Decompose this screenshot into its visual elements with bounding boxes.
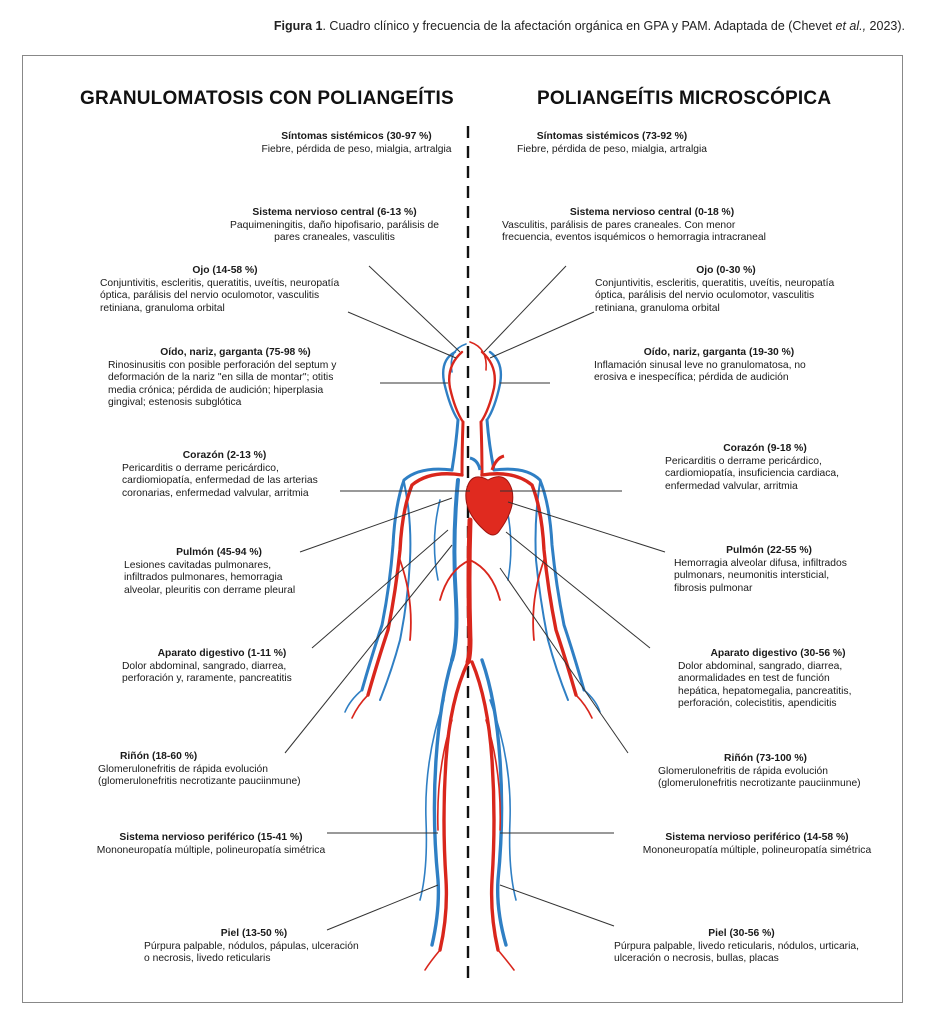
caption-text: . Cuadro clínico y frecuencia de la afec… <box>322 19 836 33</box>
pam-systemic-body: Fiebre, pérdida de peso, mialgia, artral… <box>516 143 708 155</box>
pam-lung: Pulmón (22-55 %) Hemorragia alveolar dif… <box>674 545 864 595</box>
pam-ent-body: Inflamación sinusal leve no granulomatos… <box>594 359 806 384</box>
gpa-heart-heading: Corazón (2-13 %) <box>182 450 267 461</box>
gpa-systemic-body: Fiebre, pérdida de peso, mialgia, artral… <box>261 143 452 155</box>
pam-heart-heading: Corazón (9-18 %) <box>723 443 807 454</box>
pam-systemic-heading: Síntomas sistémicos (73-92 %) <box>536 131 688 142</box>
gpa-cns-body: Paquimeningitis, daño hipofisario, parál… <box>230 219 439 244</box>
gpa-ent: Oído, nariz, garganta (75-98 %) Rinosinu… <box>108 347 363 410</box>
pam-kidney: Riñón (73-100 %) Glomerulonefritis de rá… <box>658 753 873 791</box>
pam-pns-heading: Sistema nervioso periférico (14-58 %) <box>665 832 849 843</box>
gpa-pns-body: Mononeuropatía múltiple, polineuropatía … <box>96 844 326 856</box>
pam-eye-body: Conjuntivitis, escleritis, queratitis, u… <box>595 277 835 314</box>
gpa-kidney: Riñón (18-60 %) Glomerulonefritis de ráp… <box>98 751 313 789</box>
pam-eye: Ojo (0-30 %) Conjuntivitis, escleritis, … <box>595 265 857 315</box>
gpa-heart: Corazón (2-13 %) Pericarditis o derrame … <box>122 450 327 500</box>
pam-lung-body: Hemorragia alveolar difusa, infiltrados … <box>674 557 847 594</box>
pam-skin-body: Púrpura palpable, livedo reticularis, nó… <box>614 940 859 965</box>
figure-caption: Figura 1. Cuadro clínico y frecuencia de… <box>274 19 905 33</box>
pam-kidney-body: Glomerulonefritis de rápida evolución (g… <box>658 765 861 790</box>
pam-pns: Sistema nervioso periférico (14-58 %) Mo… <box>637 832 877 857</box>
leader-lines <box>284 265 666 931</box>
pam-heart-body: Pericarditis o derrame pericárdico, card… <box>665 455 839 492</box>
gpa-skin: Piel (13-50 %) Púrpura palpable, nódulos… <box>144 928 364 966</box>
gpa-systemic: Síntomas sistémicos (30-97 %) Fiebre, pé… <box>254 131 459 156</box>
gpa-cns-heading: Sistema nervioso central (6-13 %) <box>252 207 417 218</box>
pam-pns-body: Mononeuropatía múltiple, polineuropatía … <box>642 844 872 856</box>
caption-etal: et al., <box>835 19 867 33</box>
pam-kidney-heading: Riñón (73-100 %) <box>724 753 807 764</box>
caption-year: 2023). <box>866 19 905 33</box>
gpa-digestive: Aparato digestivo (1-11 %) Dolor abdomin… <box>122 648 322 686</box>
figure-frame <box>22 55 903 1003</box>
vein-network <box>344 343 601 947</box>
pam-heart: Corazón (9-18 %) Pericarditis o derrame … <box>665 443 865 493</box>
gpa-kidney-heading: Riñón (18-60 %) <box>120 751 198 762</box>
pam-ent-heading: Oído, nariz, garganta (19-30 %) <box>643 347 795 358</box>
gpa-skin-body: Púrpura palpable, nódulos, pápulas, ulce… <box>144 940 359 965</box>
title-gpa: GRANULOMATOSIS CON POLIANGEÍTIS <box>80 88 454 109</box>
gpa-lung-heading: Pulmón (45-94 %) <box>176 547 262 558</box>
gpa-pns: Sistema nervioso periférico (15-41 %) Mo… <box>86 832 336 857</box>
gpa-ent-heading: Oído, nariz, garganta (75-98 %) <box>160 347 311 358</box>
pam-digestive: Aparato digestivo (30-56 %) Dolor abdomi… <box>678 648 878 711</box>
gpa-digestive-body: Dolor abdominal, sangrado, diarrea, perf… <box>122 660 292 685</box>
figure-label: Figura 1 <box>273 19 323 33</box>
pam-ent: Oído, nariz, garganta (19-30 %) Inflamac… <box>594 347 844 385</box>
gpa-systemic-heading: Síntomas sistémicos (30-97 %) <box>281 131 432 142</box>
pam-cns-body: Vasculitis, parálisis de pares craneales… <box>502 219 766 244</box>
gpa-lung: Pulmón (45-94 %) Lesiones cavitadas pulm… <box>124 547 314 597</box>
pam-digestive-body: Dolor abdominal, sangrado, diarrea, anor… <box>678 660 852 710</box>
gpa-eye-body: Conjuntivitis, escleritis, queratitis, u… <box>100 277 340 314</box>
title-pam: POLIANGEÍTIS MICROSCÓPICA <box>537 88 832 109</box>
gpa-skin-heading: Piel (13-50 %) <box>220 928 288 939</box>
gpa-ent-body: Rinosinusitis con posible perforación de… <box>108 359 337 409</box>
gpa-eye-heading: Ojo (14-58 %) <box>192 265 258 276</box>
pam-digestive-heading: Aparato digestivo (30-56 %) <box>710 648 846 659</box>
pam-cns-heading: Sistema nervioso central (0-18 %) <box>569 207 735 218</box>
pam-skin-heading: Piel (30-56 %) <box>708 928 775 939</box>
gpa-eye: Ojo (14-58 %) Conjuntivitis, escleritis,… <box>100 265 350 315</box>
gpa-kidney-body: Glomerulonefritis de rápida evolución (g… <box>98 763 301 788</box>
artery-network <box>351 341 593 971</box>
pam-lung-heading: Pulmón (22-55 %) <box>726 545 812 556</box>
pam-cns: Sistema nervioso central (0-18 %) Vascul… <box>502 207 802 245</box>
gpa-cns: Sistema nervioso central (6-13 %) Paquim… <box>212 207 457 245</box>
gpa-digestive-heading: Aparato digestivo (1-11 %) <box>157 648 287 659</box>
pam-skin: Piel (30-56 %) Púrpura palpable, livedo … <box>614 928 869 966</box>
gpa-heart-body: Pericarditis o derrame pericárdico, card… <box>122 462 318 499</box>
gpa-lung-body: Lesiones cavitadas pulmonares, infiltrad… <box>124 559 296 596</box>
pam-eye-heading: Ojo (0-30 %) <box>696 265 756 276</box>
gpa-pns-heading: Sistema nervioso periférico (15-41 %) <box>119 832 303 843</box>
pam-systemic: Síntomas sistémicos (73-92 %) Fiebre, pé… <box>502 131 722 156</box>
